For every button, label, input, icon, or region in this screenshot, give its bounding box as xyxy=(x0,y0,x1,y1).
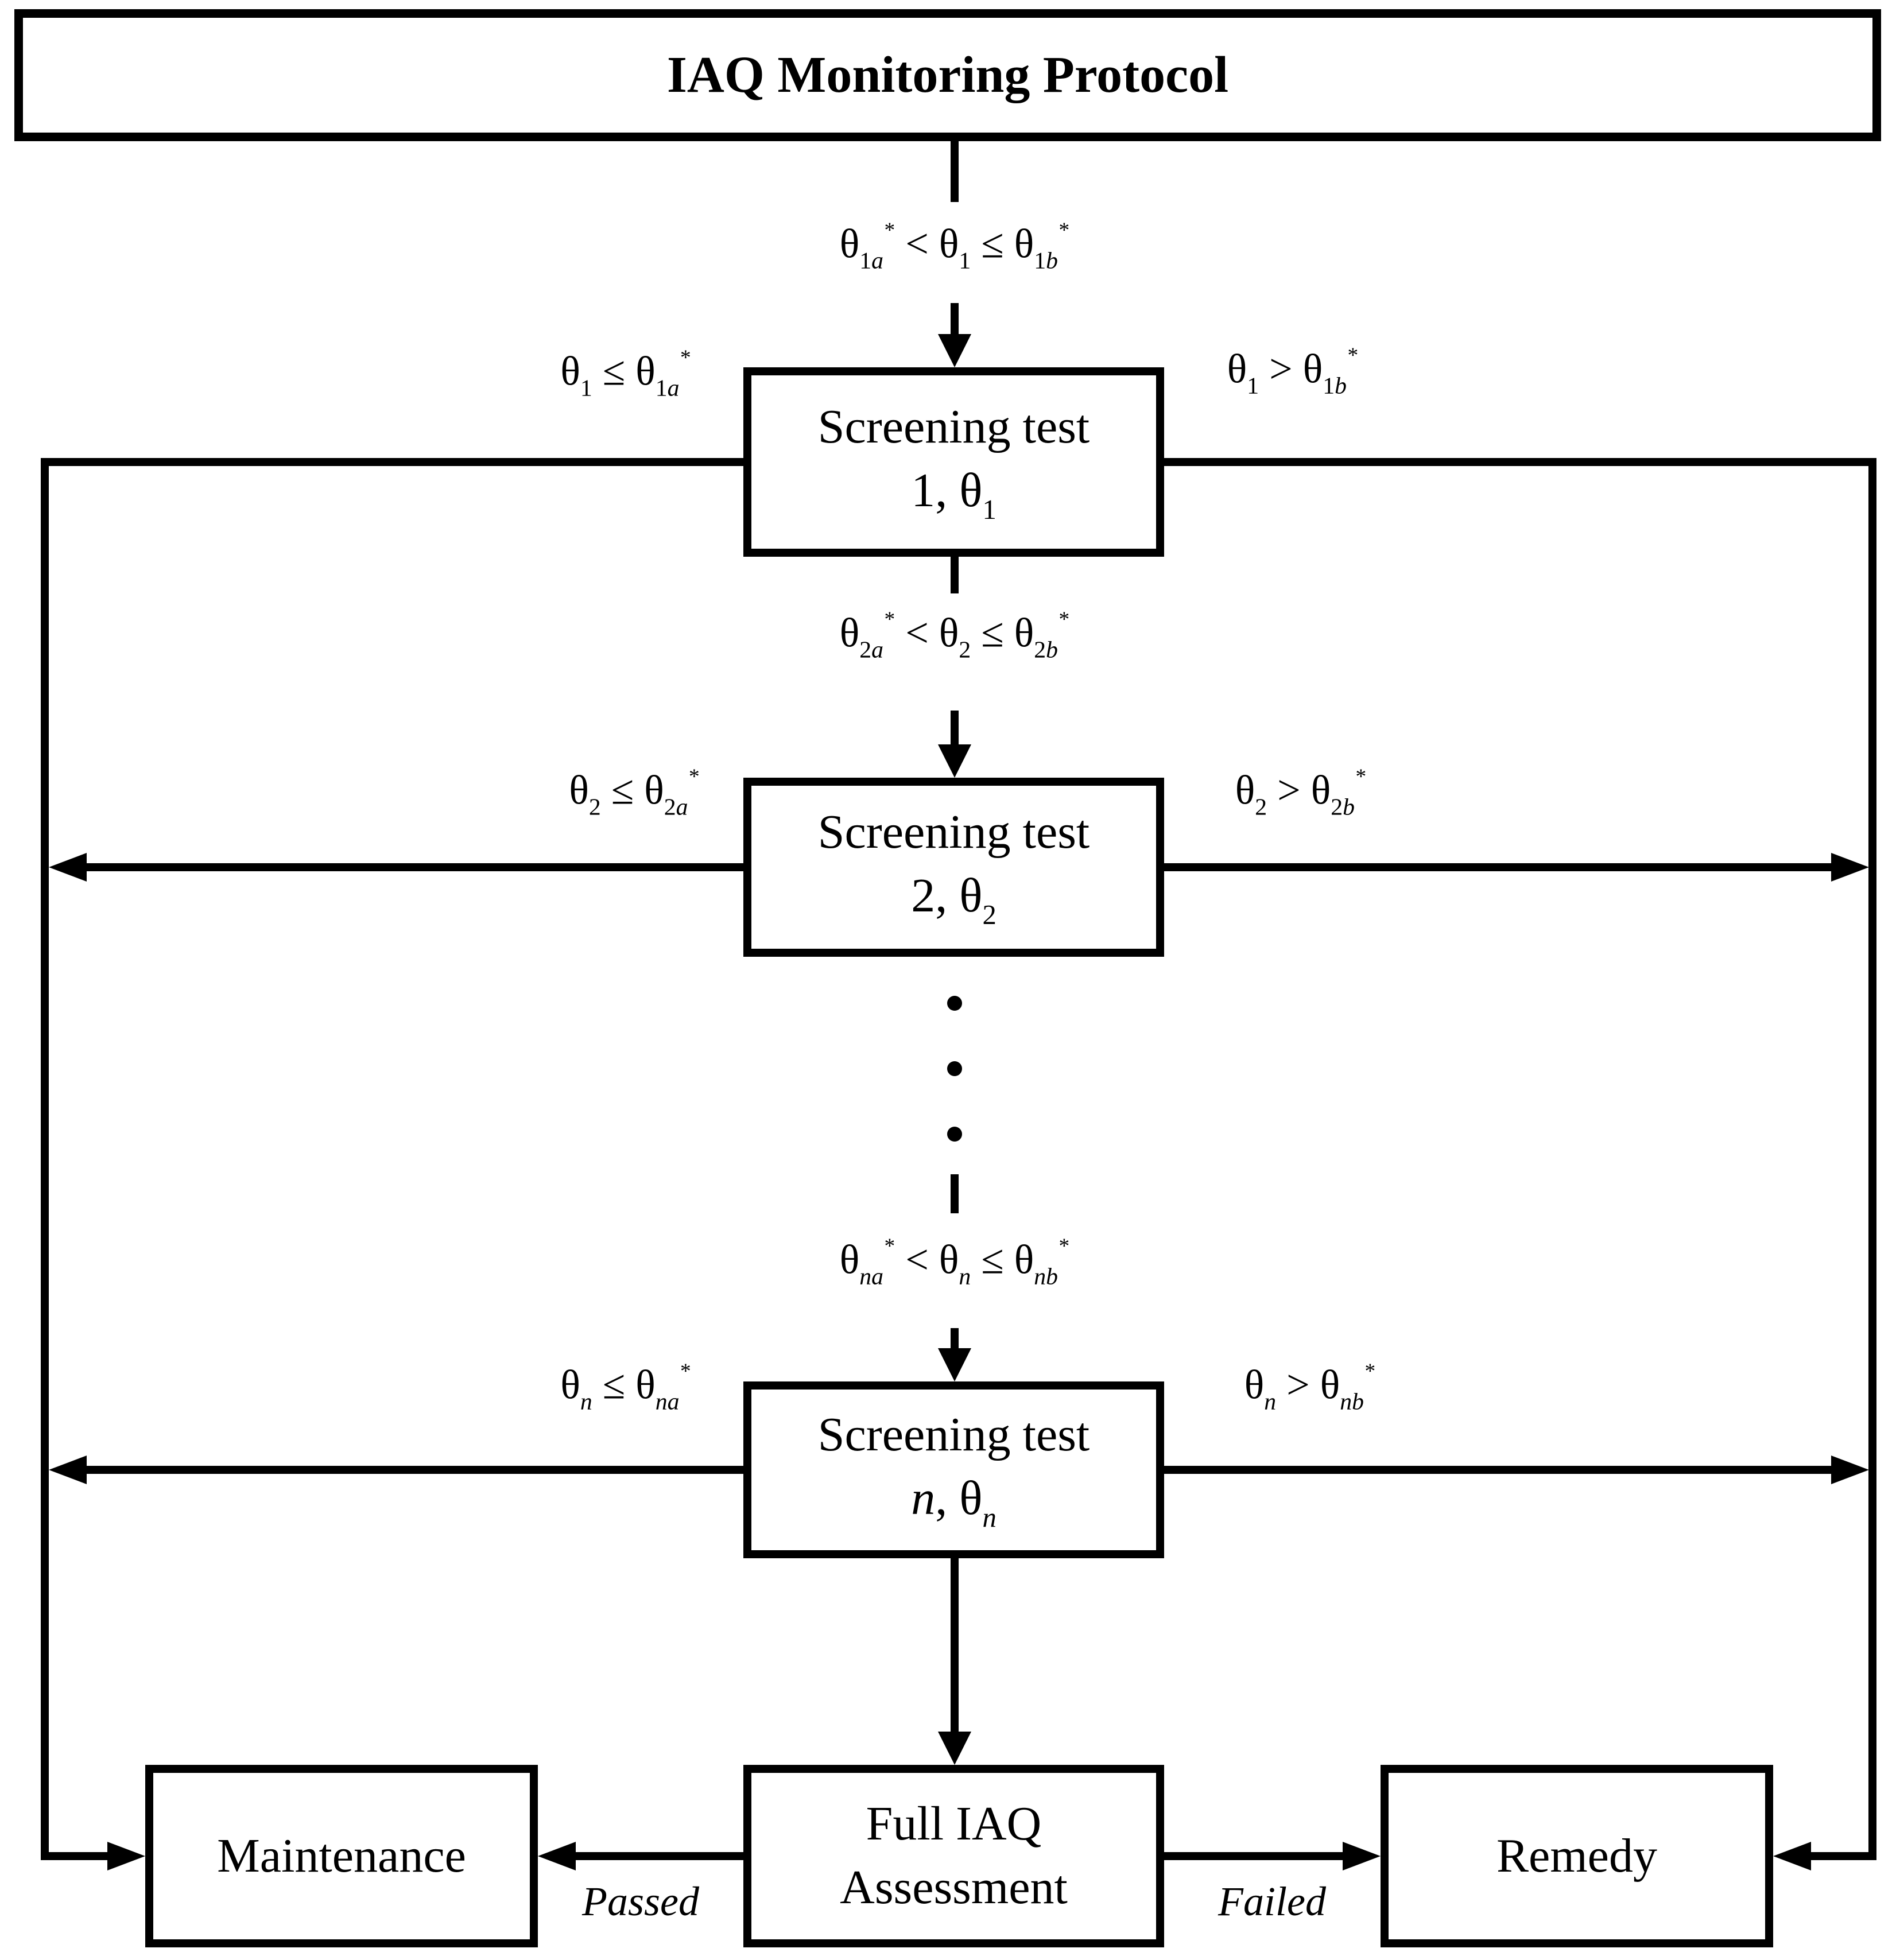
screening-test-2-box: Screening test 2, θ2 xyxy=(743,778,1164,957)
ellipsis-dot-2 xyxy=(947,1061,962,1076)
remedy-label: Remedy xyxy=(1496,1829,1657,1883)
screening-test-n-title: Screening test xyxy=(817,1408,1090,1462)
maintenance-label: Maintenance xyxy=(217,1829,466,1883)
branchn-right-arrow-shaft xyxy=(1164,1466,1832,1474)
ellipsis-dot-3 xyxy=(947,1127,962,1142)
screening-test-1-title: Screening test xyxy=(817,400,1090,454)
left-return-line xyxy=(41,458,49,1860)
arrow-to-assessment-shaft xyxy=(951,1558,959,1732)
left-return-arrow-shaft xyxy=(41,1852,110,1860)
right-return-arrow-head xyxy=(1773,1842,1811,1870)
passed-arrow-shaft xyxy=(575,1852,743,1860)
left-return-arrow-head xyxy=(107,1842,145,1870)
branchn-right-label: θn > θnb* xyxy=(1244,1360,1376,1415)
screening-test-1-param: 1, θ1 xyxy=(911,464,997,526)
branchn-left-arrow-shaft xyxy=(83,1466,743,1474)
screening-test-2-param: 2, θ2 xyxy=(911,869,997,931)
pre-testn-stub xyxy=(951,1174,959,1213)
branch2-left-label: θ2 ≤ θ2a* xyxy=(569,765,700,821)
assessment-label-line1: Full IAQ xyxy=(866,1797,1042,1851)
arrow-to-test1-head xyxy=(938,334,971,367)
failed-label: Failed xyxy=(1218,1879,1326,1924)
condition-2-label: θ2a* < θ2 ≤ θ2b* xyxy=(839,608,1070,663)
screening-test-1-box: Screening test 1, θ1 xyxy=(743,367,1164,557)
branch1-left-label: θ1 ≤ θ1a* xyxy=(560,346,691,402)
passed-arrow-head xyxy=(538,1842,576,1870)
branch2-right-label: θ2 > θ2b* xyxy=(1235,765,1367,821)
page-title: IAQ Monitoring Protocol xyxy=(666,46,1229,103)
screening-test-2-title: Screening test xyxy=(817,805,1090,859)
maintenance-box: Maintenance xyxy=(145,1765,538,1947)
condition-1-label: θ1a* < θ1 ≤ θ1b* xyxy=(839,219,1070,274)
branch2-left-arrow-head xyxy=(49,853,87,882)
title-box: IAQ Monitoring Protocol xyxy=(14,9,1881,141)
passed-label: Passed xyxy=(582,1879,699,1924)
right-return-line xyxy=(1868,458,1876,1860)
screening-test-n-param: n, θn xyxy=(911,1472,997,1534)
arrow-to-assessment-head xyxy=(938,1732,971,1765)
failed-arrow-shaft xyxy=(1164,1852,1344,1860)
arrow-to-test1-shaft xyxy=(951,303,959,336)
failed-arrow-head xyxy=(1343,1842,1381,1870)
branch2-right-arrow-shaft xyxy=(1164,863,1832,871)
branch1-right-label: θ1 > θ1b* xyxy=(1227,344,1359,399)
branchn-left-arrow-head xyxy=(49,1456,87,1484)
arrow-to-testn-shaft xyxy=(951,1328,959,1353)
ellipsis-dot-1 xyxy=(947,996,962,1011)
branch1-right-line xyxy=(1164,458,1876,466)
branch2-left-arrow-shaft xyxy=(83,863,743,871)
arrow-to-test2-shaft xyxy=(951,711,959,745)
assessment-label-line2: Assessment xyxy=(840,1861,1068,1914)
arrow-to-testn-head xyxy=(938,1348,971,1381)
remedy-box: Remedy xyxy=(1381,1765,1773,1947)
arrow-to-test2-head xyxy=(938,744,971,778)
condition-n-label: θna* < θn ≤ θnb* xyxy=(839,1235,1070,1290)
title-drop-line xyxy=(951,141,959,202)
branchn-left-label: θn ≤ θna* xyxy=(560,1360,691,1415)
test1-drop-stub xyxy=(951,557,959,593)
right-return-arrow-shaft xyxy=(1810,1852,1876,1860)
branch2-right-arrow-head xyxy=(1831,853,1869,882)
branchn-right-arrow-head xyxy=(1831,1456,1869,1484)
assessment-box: Full IAQ Assessment xyxy=(743,1765,1164,1947)
screening-test-n-box: Screening test n, θn xyxy=(743,1381,1164,1558)
branch1-left-line xyxy=(41,458,743,466)
